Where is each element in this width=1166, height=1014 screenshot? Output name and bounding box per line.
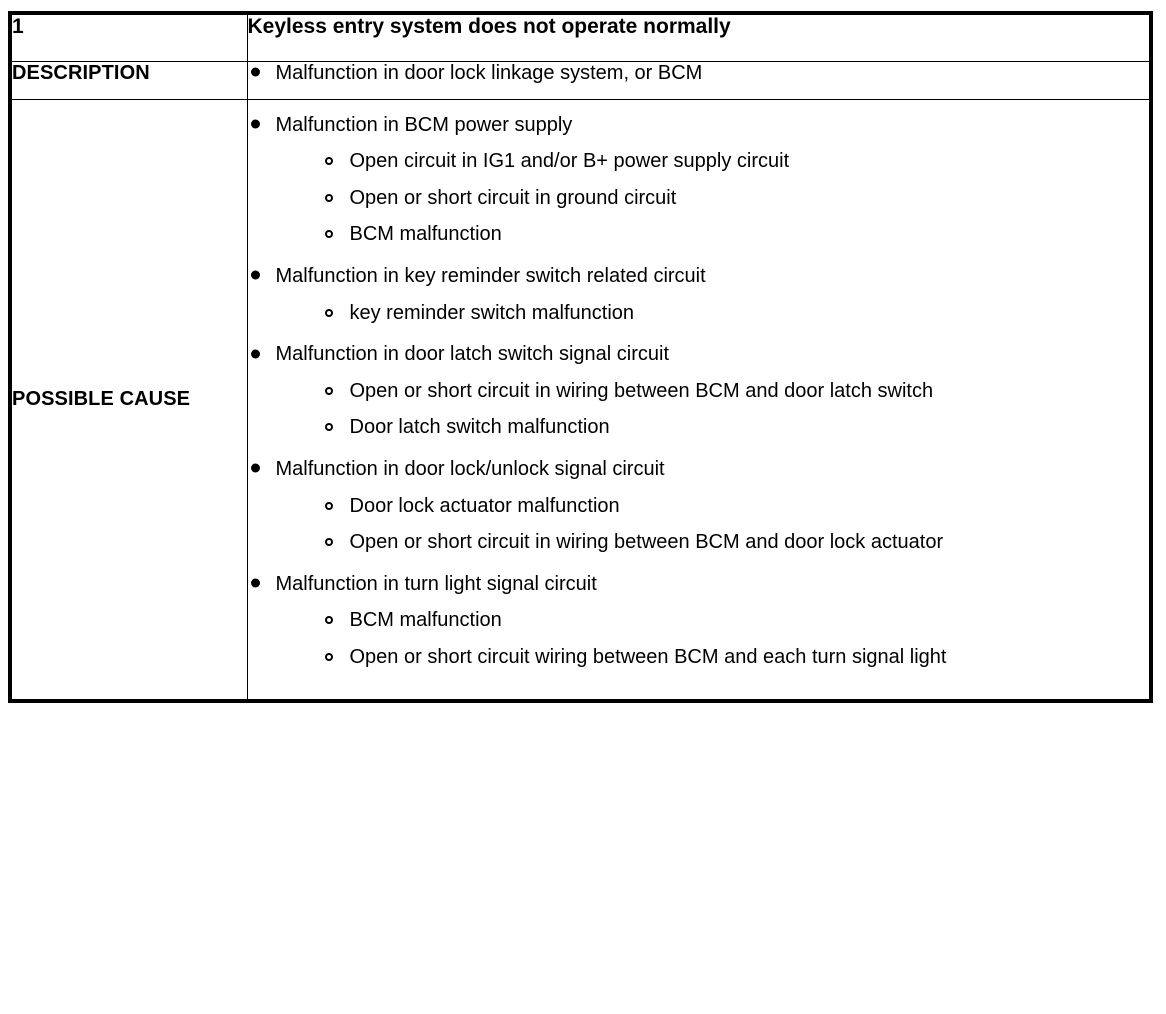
list-item: Open or short circuit wiring between BCM… [323,646,1150,670]
list-item-label: Malfunction in turn light signal circuit [275,572,597,595]
list-item-label: Malfunction in BCM power supply [275,113,573,136]
list-item-label: key reminder switch malfunction [349,301,635,324]
list-item-label: Open or short circuit in wiring between … [349,531,944,554]
bullet-circle-icon [324,652,333,661]
fault-title-cell: Keyless entry system does not operate no… [246,15,1149,62]
bullet-circle-icon [324,308,333,317]
list-item-label: BCM malfunction [349,223,502,246]
table-row-header: 1 Keyless entry system does not operate … [12,15,1149,62]
list-item: Open or short circuit in wiring between … [323,380,1150,404]
list-item-label: Malfunction in door lock linkage system,… [275,62,703,84]
bullet-circle-icon [324,423,333,432]
list-item-label: Open or short circuit wiring between BCM… [349,645,947,668]
list-item: Malfunction in turn light signal circuit [248,573,1150,597]
list-item-label: Malfunction in door lock/unlock signal c… [275,457,665,480]
bullet-circle-icon [324,538,333,547]
possible-cause-content-cell: Malfunction in BCM power supply Open cir… [246,98,1150,699]
list-item-label: Open circuit in IG1 and/or B+ power supp… [349,150,790,173]
list-item-label: Malfunction in door latch switch signal … [275,343,670,366]
fault-table-grid: 1 Keyless entry system does not operate … [12,15,1149,699]
fault-code-cell: 1 [12,15,248,62]
row-label-possible-cause: POSSIBLE CAUSE [12,98,248,699]
bullet-circle-icon [324,157,333,166]
bullet-circle-icon [324,193,333,202]
list-item-label: BCM malfunction [349,609,502,632]
list-item: Malfunction in BCM power supply [248,114,1150,138]
bullet-disc-icon [250,67,260,77]
bullet-disc-icon [250,578,260,588]
bullet-circle-icon [324,230,333,239]
table-row-possible-cause: POSSIBLE CAUSE Malfunction in BCM power … [12,98,1150,699]
bullet-disc-icon [250,119,260,129]
bullet-disc-icon [250,349,260,359]
list-item-label: Door lock actuator malfunction [349,494,620,517]
bullet-circle-icon [324,616,333,625]
list-item: Open circuit in IG1 and/or B+ power supp… [323,150,1150,174]
list-item: Door latch switch malfunction [323,416,1150,440]
diagnostic-fault-table: 1 Keyless entry system does not operate … [8,11,1153,703]
description-list: Malfunction in door lock linkage system,… [248,62,1150,86]
possible-cause-list: Malfunction in BCM power supply Open cir… [248,114,1150,670]
list-item: BCM malfunction [323,223,1150,247]
list-item-label: Malfunction in key reminder switch relat… [275,264,706,287]
bullet-disc-icon [250,270,260,280]
list-item: key reminder switch malfunction [323,302,1150,326]
description-content-cell: Malfunction in door lock linkage system,… [246,61,1150,100]
list-item-label: Open or short circuit in ground circuit [349,186,677,209]
list-item: Malfunction in door lock linkage system,… [248,62,1150,86]
bullet-disc-icon [250,463,260,473]
list-item: Malfunction in key reminder switch relat… [248,265,1150,289]
list-item: Open or short circuit in wiring between … [323,531,1150,555]
list-item: Door lock actuator malfunction [323,495,1150,519]
table-row-description: DESCRIPTION Malfunction in door lock lin… [12,61,1150,100]
list-item-label: Open or short circuit in wiring between … [349,379,934,402]
list-item: Open or short circuit in ground circuit [323,187,1150,211]
bullet-circle-icon [324,501,333,510]
row-label-description: DESCRIPTION [12,61,248,100]
list-item: BCM malfunction [323,609,1150,633]
list-item: Malfunction in door lock/unlock signal c… [248,458,1150,482]
list-item-label: Door latch switch malfunction [349,416,610,439]
bullet-circle-icon [324,386,333,395]
list-item: Malfunction in door latch switch signal … [248,343,1150,367]
